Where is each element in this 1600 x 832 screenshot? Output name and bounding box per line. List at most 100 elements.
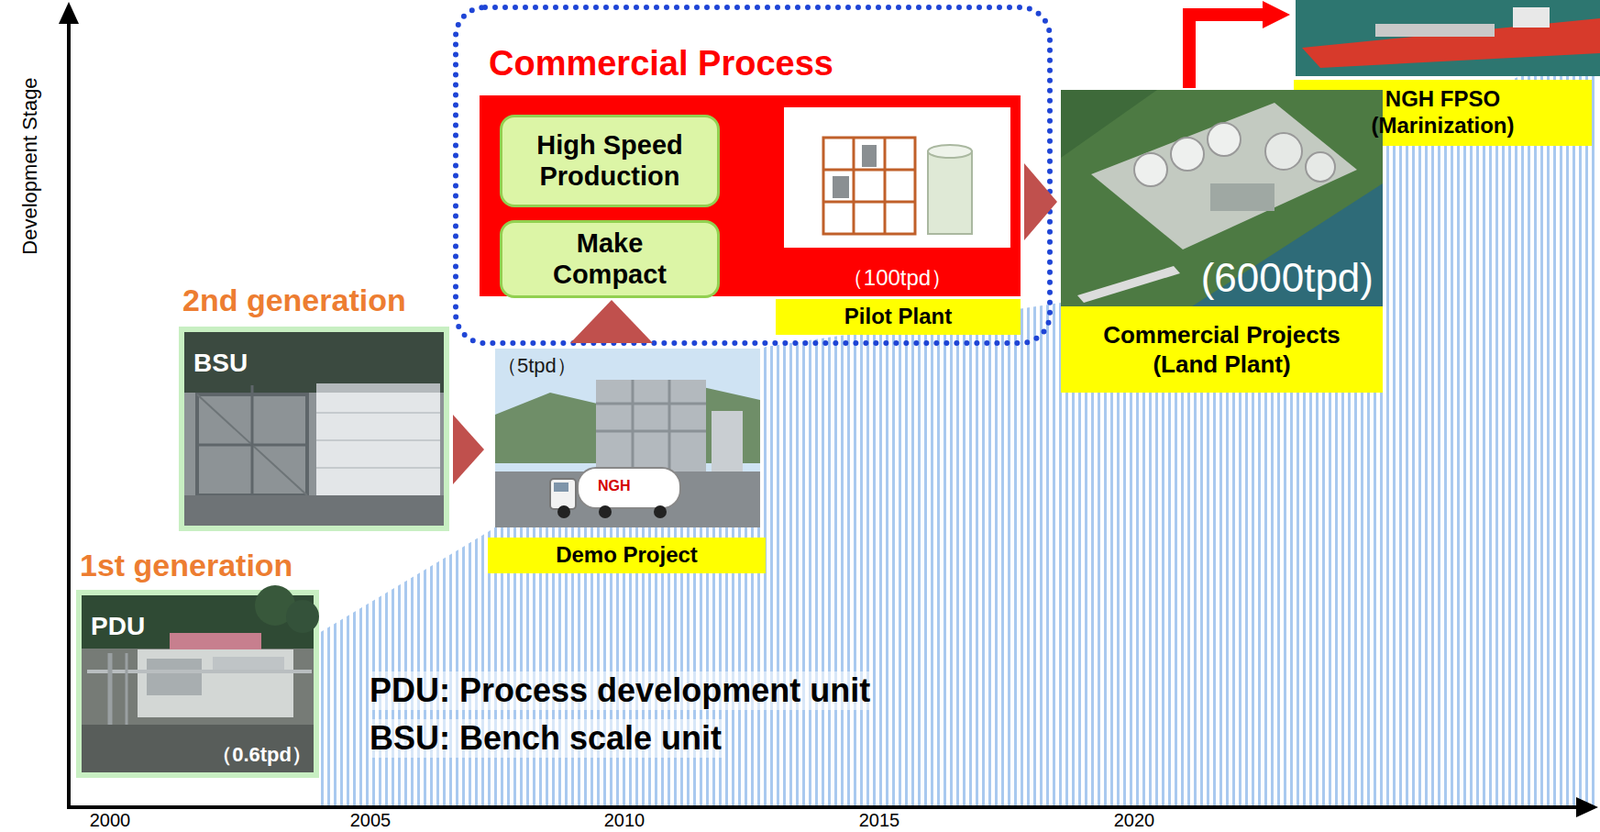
label-slot: 2020 <box>1097 809 1171 830</box>
illustration-part <box>1265 132 1303 170</box>
arrow-head <box>1262 0 1291 29</box>
label-slot: NGH <box>597 477 631 495</box>
illustration-part <box>254 584 296 626</box>
stage-label-text: Pilot Plant <box>844 303 952 331</box>
label-box: Commercial Projects (Land Plant) <box>1060 306 1383 393</box>
text-slot: (6000tpd) <box>1201 256 1374 299</box>
illustration-part <box>598 505 612 519</box>
illustration-part <box>927 144 972 158</box>
abbreviation-note: PDU: Process development unit <box>369 671 871 710</box>
illustration-part <box>1060 89 1158 158</box>
label-slot: Development Stage <box>16 65 45 267</box>
capacity-label: （100tpd） <box>783 263 1011 293</box>
illustration-part <box>1305 152 1336 182</box>
text-slot: （100tpd） <box>783 263 1011 293</box>
stage-label-text: NGH FPSO (Marinization) <box>1351 86 1535 140</box>
project-panel: （5tpd） Demo Project <box>487 346 766 574</box>
demo-photo <box>495 348 761 528</box>
feature-box: High Speed Production <box>499 114 720 208</box>
label-box: NGH FPSO (Marinization) <box>1293 79 1592 146</box>
illustration-part <box>251 385 254 496</box>
year-tick: 2020 <box>1097 809 1171 830</box>
illustration-part <box>852 137 856 234</box>
label-box: Demo Project <box>487 537 766 574</box>
illustration-part <box>495 348 761 528</box>
block-arrow <box>570 299 653 343</box>
illustration-part <box>169 632 262 652</box>
label-slot: BSU: Bench scale unit <box>369 718 722 758</box>
feature-box: Make Compact <box>499 220 720 298</box>
label-slot: PDU: Process development unit <box>369 671 871 710</box>
generation-heading: 2nd generation <box>182 282 407 319</box>
x-axis <box>66 805 1579 809</box>
illustration-part <box>1091 102 1358 250</box>
fpso-illustration <box>1295 0 1600 77</box>
illustration-part <box>1077 265 1181 303</box>
process-box: Commercial ProcessHigh Speed ProductionM… <box>479 95 1021 297</box>
illustration-part <box>823 137 916 234</box>
axis-title: Development Stage <box>16 65 45 267</box>
illustration-part <box>495 471 761 528</box>
illustration-part <box>783 107 1011 248</box>
illustration-part <box>1207 122 1241 156</box>
axis-arrowhead <box>58 1 79 24</box>
stage-label: Pilot Plant <box>775 298 1021 335</box>
label-slot: 2015 <box>842 809 916 830</box>
illustration-part <box>184 331 444 526</box>
illustration-part <box>832 176 850 199</box>
generation-panel: 1st generationPDU（0.6tpd） <box>76 589 320 778</box>
pilot-plant-illustration <box>783 107 1011 248</box>
text-slot: （5tpd） <box>496 352 577 380</box>
label-slot: 2005 <box>333 809 408 830</box>
capacity-label: （0.6tpd） <box>211 740 312 769</box>
illustration-part <box>316 411 441 414</box>
illustration-part <box>595 430 707 433</box>
illustration-part <box>595 379 707 472</box>
text-slot: 2nd generation <box>182 282 407 319</box>
capacity-label: （5tpd） <box>496 352 577 380</box>
year-tick: 2005 <box>333 809 408 830</box>
pdu-photo <box>81 584 320 773</box>
axis-arrowhead <box>1576 796 1599 817</box>
capacity-label: (6000tpd) <box>1201 256 1374 299</box>
abbreviation-note: BSU: Bench scale unit <box>369 718 722 758</box>
y-axis <box>66 20 71 807</box>
illustration-part <box>1302 18 1600 68</box>
illustration-part <box>197 394 308 496</box>
illustration-part <box>81 595 314 773</box>
illustration-part <box>823 168 916 172</box>
illustration-part <box>1210 183 1275 211</box>
group-heading: Commercial Process <box>488 44 834 85</box>
year-tick: 2015 <box>842 809 916 830</box>
label-box: Make Compact <box>502 222 718 296</box>
pilot-frame: （100tpd） <box>783 107 1011 296</box>
illustration-part <box>197 443 308 447</box>
illustration-part <box>146 658 202 696</box>
illustration-part <box>927 151 972 234</box>
arrow-line <box>1189 14 1265 89</box>
feature-label: Make Compact <box>518 228 702 290</box>
label-slot: 2000 <box>73 809 147 830</box>
illustration-part <box>316 466 441 469</box>
text-slot: PDU <box>90 611 145 641</box>
label-box: Pilot Plant <box>775 298 1021 335</box>
illustration-part <box>861 144 877 167</box>
illustration-part <box>711 410 743 472</box>
illustration-part <box>823 200 916 204</box>
illustration-part <box>1375 23 1495 37</box>
illustration-part <box>883 137 887 234</box>
stage-label-text: Commercial Projects (Land Plant) <box>1084 320 1360 380</box>
illustration-part <box>184 331 444 393</box>
unit-tag: PDU <box>90 611 145 641</box>
illustration-part <box>1170 137 1204 171</box>
illustration-part <box>87 669 312 674</box>
illustration-part <box>212 656 285 670</box>
illustration-part <box>1134 153 1168 187</box>
illustration-part <box>108 652 113 734</box>
text-slot: （0.6tpd） <box>211 740 312 769</box>
illustration-part <box>286 599 320 633</box>
illustration-part <box>316 439 441 442</box>
truck-marking: NGH <box>597 477 631 495</box>
illustration-part <box>197 394 308 496</box>
